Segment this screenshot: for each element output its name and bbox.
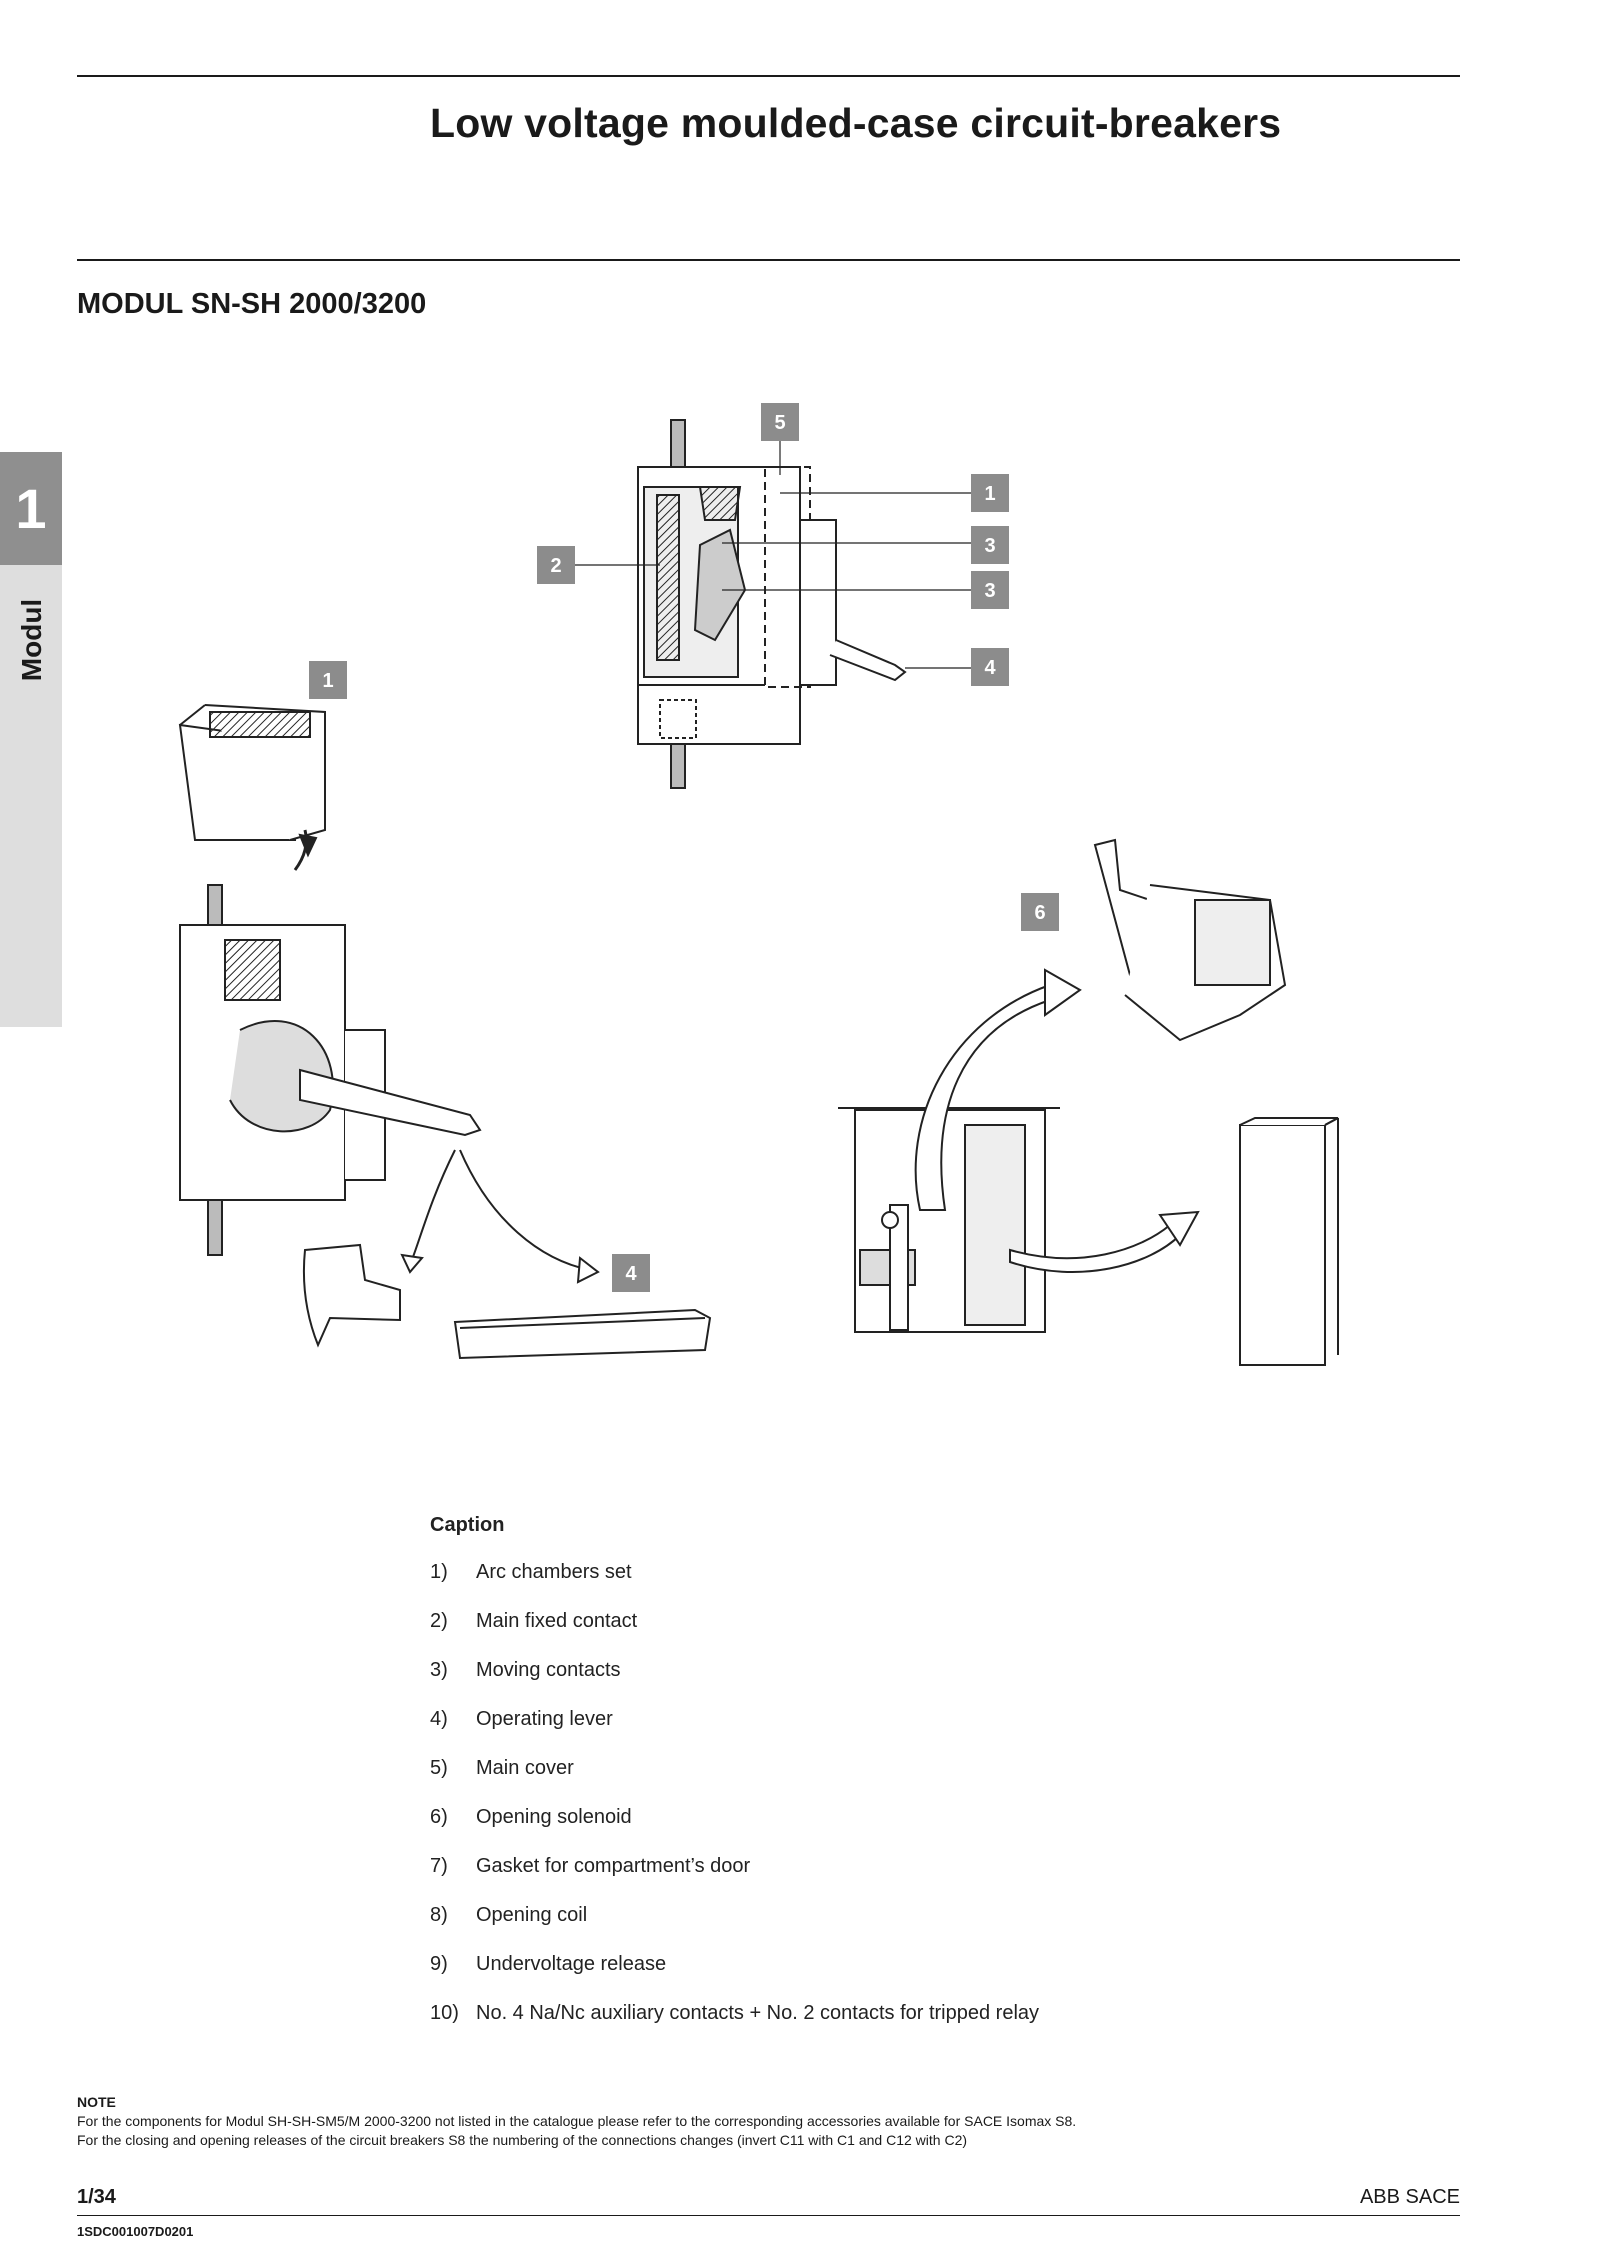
caption-item: 8) Opening coil (430, 1904, 1039, 1953)
callout-1-top: 1 (971, 474, 1009, 512)
svg-text:3: 3 (984, 580, 995, 602)
svg-text:1: 1 (322, 670, 333, 692)
caption-list: 1)Arc chambers set 2)Main fixed contact … (430, 1561, 1039, 2051)
caption-text: Gasket for compartment’s door (476, 1855, 751, 1877)
caption-text: Main cover (476, 1757, 574, 1779)
callout-4-bottom: 4 (612, 1254, 650, 1292)
callout-6: 6 (1021, 893, 1059, 931)
caption-text: Opening solenoid (476, 1806, 632, 1828)
callout-1-left: 1 (309, 661, 347, 699)
caption-item: 6) Opening solenoid (430, 1806, 1039, 1855)
page-number: 1/34 (77, 2186, 116, 2208)
caption-number: 7) (430, 1855, 448, 1877)
operating-lever-drawing (302, 1243, 712, 1360)
svg-text:5: 5 (774, 412, 785, 434)
note-block: NOTE For the components for Modul SH-SH-… (77, 2093, 1076, 2150)
caption-number: 6) (430, 1806, 448, 1828)
opening-solenoid-drawing (1093, 838, 1287, 1042)
curved-arrows-right (914, 968, 1200, 1273)
side-tab: 1 (0, 452, 62, 1027)
caption-text: Operating lever (476, 1708, 613, 1730)
svg-text:4: 4 (984, 657, 996, 679)
caption-item: 5) Main cover (430, 1757, 1039, 1806)
svg-text:4: 4 (625, 1263, 637, 1285)
caption-item: 3) Moving contacts (430, 1659, 1039, 1708)
caption-item: 4) Operating lever (430, 1708, 1039, 1757)
caption-text: Moving contacts (476, 1659, 621, 1681)
caption-number: 5) (430, 1757, 448, 1779)
caption-number: 3) (430, 1659, 448, 1681)
breaker-section-drawing (637, 419, 907, 789)
caption-number: 1) (430, 1561, 448, 1583)
caption-text: No. 4 Na/Nc auxiliary contacts + No. 2 c… (476, 2002, 1040, 2024)
note-line: For the components for Modul SH-SH-SM5/M… (77, 2113, 1077, 2129)
brand-name: ABB SACE (1359, 2186, 1460, 2208)
caption-number: 10) (430, 2002, 459, 2024)
footer-rule (77, 2215, 1460, 2216)
callout-2: 2 (537, 546, 575, 584)
exploded-view-illustration: 5 1 3 3 4 2 1 6 4 (178, 403, 1339, 1366)
caption-number: 2) (430, 1610, 448, 1632)
arc-chamber-drawing (178, 704, 326, 841)
caption-item: 2) Main fixed contact (430, 1610, 1039, 1659)
caption-text: Arc chambers set (476, 1561, 632, 1583)
caption-number: 9) (430, 1953, 448, 1975)
svg-text:3: 3 (984, 535, 995, 557)
top-rule (77, 75, 1460, 77)
caption-item: 9) Undervoltage release (430, 1953, 1039, 2002)
caption-text: Undervoltage release (476, 1953, 667, 1975)
chapter-number: 1 (0, 452, 62, 565)
caption-number: 4) (430, 1708, 448, 1730)
section-rule (77, 259, 1460, 261)
svg-text:6: 6 (1034, 902, 1045, 924)
note-title: NOTE (77, 2094, 116, 2110)
document-code: 1SDC001007D0201 (77, 2224, 194, 2239)
caption-item: 1) Arc chambers set (430, 1561, 1039, 1610)
callout-3a: 3 (971, 526, 1009, 564)
note-line: For the closing and opening releases of … (77, 2132, 968, 2148)
caption-text: Main fixed contact (476, 1610, 638, 1632)
caption-title: Caption (430, 1514, 505, 1536)
svg-text:2: 2 (550, 555, 561, 577)
callout-3b: 3 (971, 571, 1009, 609)
document-title: Low voltage moulded-case circuit-breaker… (430, 100, 1282, 146)
curved-arrows-left (400, 1149, 600, 1284)
callout-5: 5 (761, 403, 799, 441)
auxiliary-contacts-drawing (1239, 1117, 1339, 1366)
leader-lines (574, 430, 971, 669)
caption-item: 7) Gasket for compartment’s door (430, 1855, 1039, 1904)
section-title: MODUL SN-SH 2000/3200 (77, 288, 427, 320)
caption-item: 10) No. 4 Na/Nc auxiliary contacts + No. … (430, 2002, 1039, 2051)
caption-block: Caption 1) Arc chambers set 2) Main fixed … (430, 1514, 1039, 2051)
svg-text:1: 1 (984, 483, 995, 505)
breaker-right-drawing (838, 1107, 1060, 1333)
breaker-left-drawing (179, 829, 482, 1256)
caption-number: 8) (430, 1904, 448, 1926)
callout-4-top: 4 (971, 648, 1009, 686)
caption-text: Opening coil (476, 1904, 588, 1926)
